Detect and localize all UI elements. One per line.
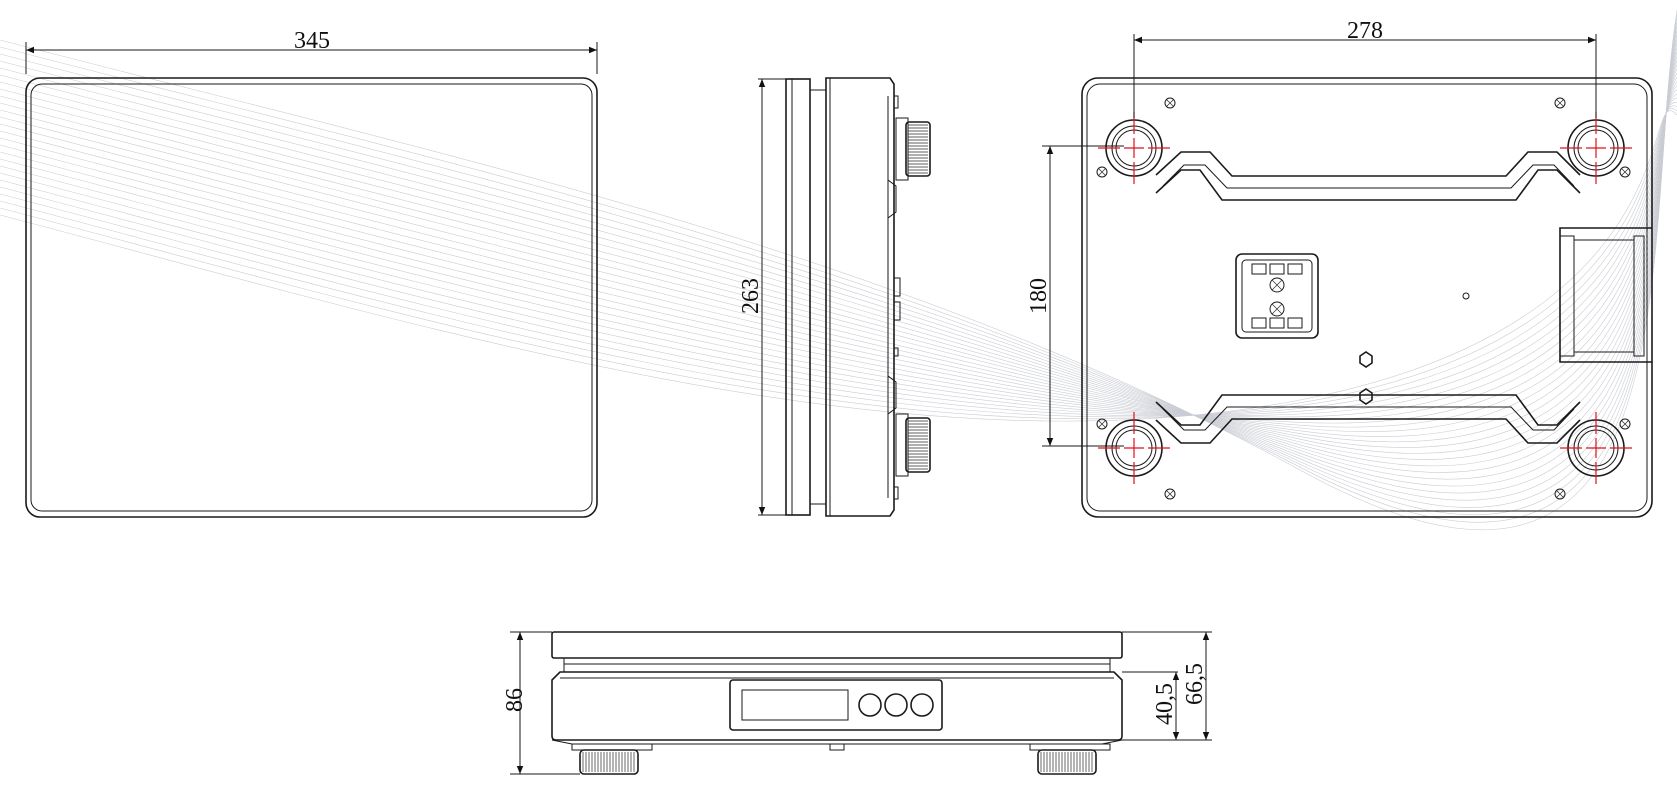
screw (1164, 488, 1176, 500)
bottom-view: 278 180 (1026, 18, 1653, 518)
bottom-foot (1098, 112, 1170, 184)
front-foot-right (1029, 743, 1111, 775)
display-panel (729, 679, 943, 731)
bottom-side-bracket (1559, 227, 1652, 363)
bottom-foot (1098, 412, 1170, 484)
bottom-foot (1560, 112, 1632, 184)
top-view: 345 (25, 28, 598, 518)
dim-top-width: 345 (294, 28, 330, 54)
screw (1554, 488, 1566, 500)
screw (1554, 97, 1566, 109)
side-view: 263 (738, 77, 931, 517)
connector-block (1235, 253, 1319, 339)
screw (1619, 418, 1631, 430)
screw (1096, 418, 1108, 430)
dim-side-height: 263 (738, 278, 764, 314)
front-foot-left (571, 743, 653, 775)
dim-bottom-width: 278 (1347, 18, 1383, 44)
dim-front-total-height: 86 (502, 688, 528, 712)
dim-front-height-a: 40,5 (1152, 683, 1178, 725)
bottom-foot (1560, 412, 1632, 484)
screw (1619, 166, 1631, 178)
side-foot-bottom (895, 413, 931, 477)
screw (1096, 166, 1108, 178)
front-view: 86 40,5 66,5 (502, 631, 1212, 775)
background-waves (0, 9, 1677, 530)
side-foot-top (895, 117, 931, 181)
screw (1164, 97, 1176, 109)
dim-front-height-b: 66,5 (1182, 663, 1208, 705)
dim-bottom-height: 180 (1026, 278, 1052, 314)
